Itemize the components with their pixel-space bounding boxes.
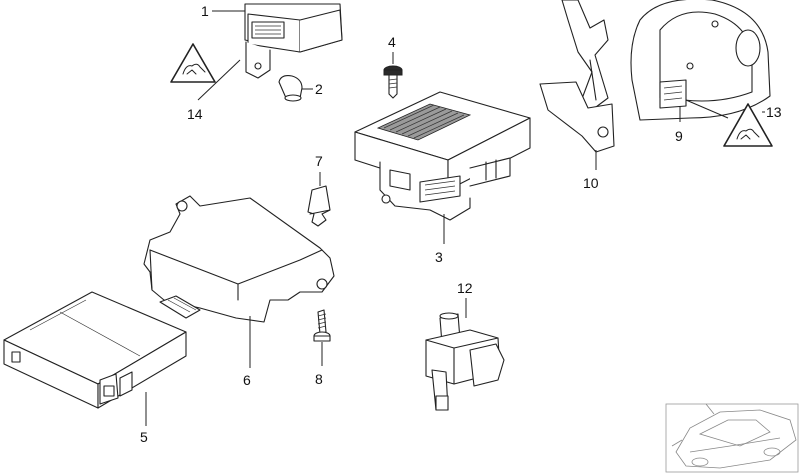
callout-7: 7	[315, 153, 323, 169]
callout-2: 2	[315, 81, 323, 97]
callout-4: 4	[388, 34, 396, 50]
part-3-control-unit: 3	[355, 92, 530, 265]
callout-13: 13	[766, 104, 782, 120]
callout-14: 14	[187, 106, 203, 122]
part-12-switch: 12	[426, 280, 504, 410]
callout-12: 12	[457, 280, 473, 296]
callout-10: 10	[583, 175, 599, 191]
callout-3: 3	[435, 249, 443, 265]
callout-1: 1	[201, 3, 209, 19]
part-5-control-unit: 5	[4, 292, 186, 445]
callout-8: 8	[315, 371, 323, 387]
part-10-bracket: 10	[540, 0, 614, 191]
callout-5: 5	[140, 429, 148, 445]
part-8-screw: 8	[314, 310, 330, 387]
callout-9: 9	[675, 128, 683, 144]
car-thumbnail	[666, 404, 798, 472]
part-4-screw: 4	[384, 34, 402, 98]
part-14-warning-triangle: 14	[171, 44, 240, 122]
callout-6: 6	[243, 372, 251, 388]
part-2-grommet: 2	[279, 76, 323, 101]
part-7-clip: 7	[308, 153, 330, 226]
part-1-module	[245, 4, 342, 78]
